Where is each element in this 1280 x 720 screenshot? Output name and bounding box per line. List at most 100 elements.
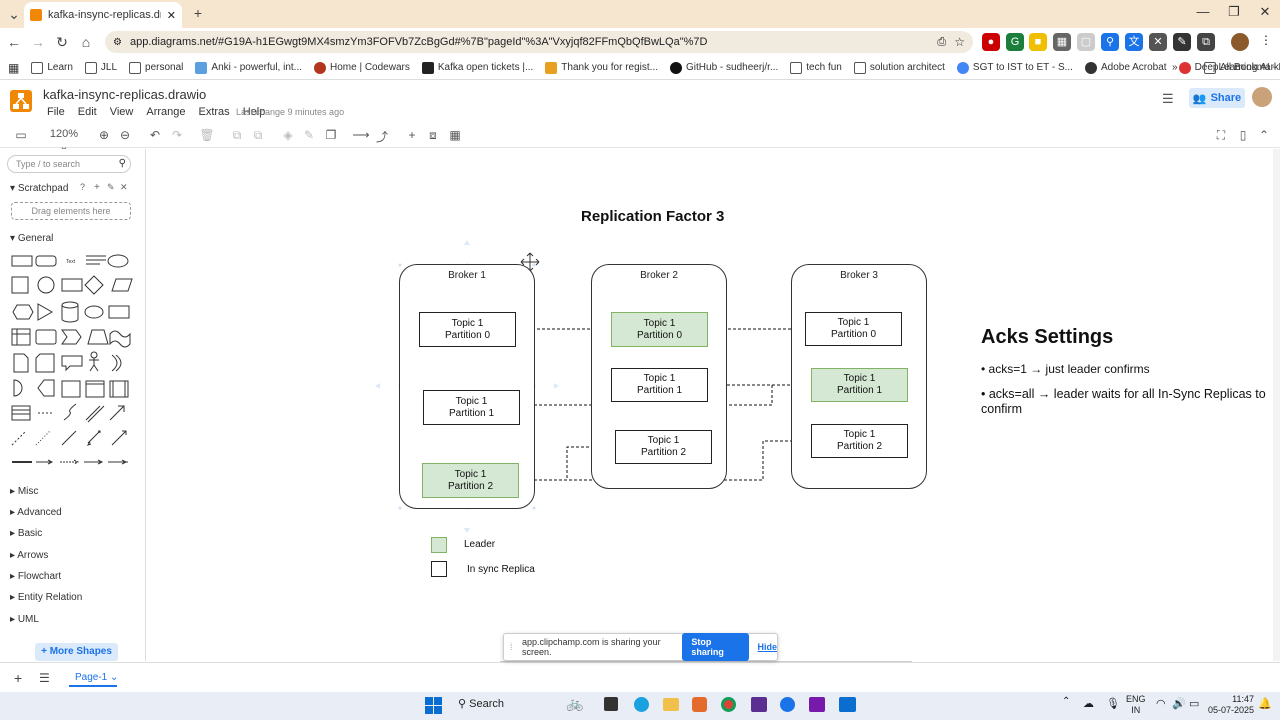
microphone-icon[interactable]: 🎙 bbox=[1106, 698, 1120, 710]
share-button[interactable]: 👥 Share bbox=[1189, 88, 1245, 108]
bookmark-deeplearning[interactable]: DeepLearning.AI - L... bbox=[1178, 61, 1280, 74]
bookmark-anki[interactable]: Anki - powerful, int... bbox=[195, 61, 302, 74]
office-icon[interactable] bbox=[692, 697, 707, 712]
battery-icon[interactable]: ▭ bbox=[1189, 698, 1200, 710]
site-info-icon[interactable]: ⚙ bbox=[113, 36, 122, 48]
menu-view[interactable]: View bbox=[109, 106, 134, 118]
reload-icon[interactable]: ↻ bbox=[56, 33, 68, 50]
table-icon[interactable]: ▦ bbox=[449, 128, 461, 142]
menu-arrange[interactable]: Arrange bbox=[146, 106, 186, 118]
line-color-icon[interactable]: ✎ bbox=[303, 128, 315, 142]
bookmark-thank-you[interactable]: Thank you for regist... bbox=[545, 61, 658, 74]
extension-link-icon[interactable]: ⚲ bbox=[1101, 33, 1119, 51]
section-uml[interactable]: ▸ UML bbox=[10, 614, 39, 625]
bookmark-kafka-tickets[interactable]: Kafka open tickets |... bbox=[421, 61, 533, 74]
extension-grammarly-icon[interactable]: G bbox=[1006, 33, 1024, 51]
comments-icon[interactable]: ☰ bbox=[1162, 91, 1174, 106]
tray-overflow-icon[interactable]: ⌃ bbox=[1062, 696, 1071, 707]
scratchpad-help-icon[interactable]: ? bbox=[80, 182, 86, 192]
user-avatar[interactable] bbox=[1252, 87, 1272, 107]
delete-icon[interactable]: 🗑 bbox=[199, 128, 215, 142]
section-basic[interactable]: ▸ Basic bbox=[10, 528, 43, 539]
bookmark-adobe[interactable]: Adobe Acrobat bbox=[1084, 61, 1167, 74]
wifi-icon[interactable]: ◠ bbox=[1156, 698, 1166, 710]
waypoints-icon[interactable]: ⤴ bbox=[375, 130, 388, 144]
legend-leader-label[interactable]: Leader bbox=[464, 539, 496, 550]
acks-item-all[interactable]: • acks=all → leader waits for all In-Syn… bbox=[981, 387, 1266, 416]
diagram-title[interactable]: Replication Factor 3 bbox=[581, 208, 725, 225]
bookmark-jll[interactable]: JLL bbox=[84, 61, 117, 74]
scratchpad-add-icon[interactable]: + bbox=[94, 182, 100, 193]
close-window-icon[interactable]: ✕ bbox=[1259, 4, 1271, 19]
general-shapes-grid[interactable]: Text bbox=[10, 250, 136, 465]
onedrive-icon[interactable]: ☁ bbox=[1083, 698, 1094, 710]
menu-file[interactable]: File bbox=[47, 106, 65, 118]
scratchpad-header[interactable]: ▾ Scratchpad bbox=[10, 183, 69, 194]
extension-keep-icon[interactable]: ■ bbox=[1029, 33, 1047, 51]
format-panel-toggle-icon[interactable]: ▭ bbox=[15, 128, 27, 142]
close-tab-icon[interactable]: ✕ bbox=[166, 9, 176, 22]
browser-tab[interactable]: kafka-insync-replicas.drawio - d ✕ bbox=[24, 2, 182, 28]
to-back-icon[interactable]: ⧉ bbox=[253, 128, 263, 142]
bike-widget-icon[interactable]: 🚲 bbox=[566, 695, 584, 711]
tab-list-icon[interactable]: ⌄ bbox=[8, 6, 20, 22]
onenote-icon[interactable] bbox=[809, 697, 825, 712]
install-app-icon[interactable]: ⎙ bbox=[937, 35, 947, 48]
windows-start-icon[interactable] bbox=[425, 697, 442, 714]
remote-desktop-icon[interactable] bbox=[839, 697, 856, 712]
scratchpad-dropzone[interactable]: Drag elements here bbox=[11, 202, 131, 220]
add-shape-icon[interactable]: ⧈ bbox=[429, 128, 437, 142]
menu-extras[interactable]: Extras bbox=[198, 106, 230, 118]
acks-item-1[interactable]: • acks=1 → just leader confirms bbox=[981, 362, 1150, 376]
general-header[interactable]: ▾ General bbox=[10, 233, 54, 244]
taskbar-search[interactable]: ⚲ Search bbox=[458, 698, 504, 710]
extension-tools-icon[interactable]: ✕ bbox=[1149, 33, 1167, 51]
volume-icon[interactable]: 🔊 bbox=[1172, 698, 1186, 710]
redo-icon[interactable]: ↷ bbox=[171, 128, 183, 142]
search-icon[interactable]: ⚲ bbox=[118, 158, 126, 169]
scratchpad-close-icon[interactable]: ✕ bbox=[120, 182, 128, 192]
bookmark-tech-fun[interactable]: tech fun bbox=[790, 61, 842, 74]
chrome-icon[interactable] bbox=[721, 697, 736, 712]
extension-translate-icon[interactable]: 文 bbox=[1125, 33, 1143, 51]
legend-isr-swatch[interactable] bbox=[431, 561, 447, 577]
scratchpad-edit-icon[interactable]: ✎ bbox=[107, 182, 115, 192]
file-explorer-icon[interactable] bbox=[663, 698, 679, 711]
bookmark-codewars[interactable]: Home | Codewars bbox=[314, 61, 410, 74]
minimize-icon[interactable]: — bbox=[1196, 4, 1210, 19]
visual-studio-icon[interactable] bbox=[751, 697, 767, 712]
zoom-out-icon[interactable]: ⊖ bbox=[119, 128, 131, 142]
notification-bell-icon[interactable]: 🔔 bbox=[1258, 698, 1272, 710]
legend-leader-swatch[interactable] bbox=[431, 537, 447, 553]
forward-icon[interactable]: → bbox=[31, 34, 45, 50]
menu-help[interactable]: Help bbox=[242, 106, 266, 118]
more-shapes-button[interactable]: + More Shapes bbox=[35, 643, 118, 661]
vertical-scrollbar[interactable] bbox=[1273, 149, 1280, 661]
hide-link[interactable]: Hide bbox=[757, 642, 777, 652]
address-bar[interactable]: ⚙ app.diagrams.net/#G19A-h1EGwgt9MX4smzY… bbox=[105, 31, 973, 53]
section-arrows[interactable]: ▸ Arrows bbox=[10, 550, 49, 561]
back-icon[interactable]: ← bbox=[7, 34, 21, 50]
undo-icon[interactable]: ↶ bbox=[149, 128, 161, 142]
insert-icon[interactable]: + bbox=[408, 128, 416, 142]
add-page-icon[interactable]: + bbox=[14, 670, 23, 686]
bookmark-sgt-ist[interactable]: SGT to IST to ET - S... bbox=[956, 61, 1073, 74]
extension-pen-icon[interactable]: ✎ bbox=[1173, 33, 1191, 51]
page-tab[interactable]: Page-1 ⌄ bbox=[75, 672, 119, 683]
section-misc[interactable]: ▸ Misc bbox=[10, 486, 39, 497]
acks-heading[interactable]: Acks Settings bbox=[981, 326, 1114, 348]
bookmark-github[interactable]: GitHub - sudheerj/r... bbox=[670, 61, 778, 74]
bookmark-solution-architect[interactable]: solution architect bbox=[853, 61, 945, 74]
document-title[interactable]: kafka-insync-replicas.drawio bbox=[43, 87, 207, 102]
new-tab-icon[interactable]: + bbox=[193, 5, 203, 21]
profile-avatar[interactable] bbox=[1231, 33, 1249, 51]
bookmark-star-icon[interactable]: ☆ bbox=[954, 35, 965, 49]
bookmark-personal[interactable]: personal bbox=[129, 61, 183, 74]
